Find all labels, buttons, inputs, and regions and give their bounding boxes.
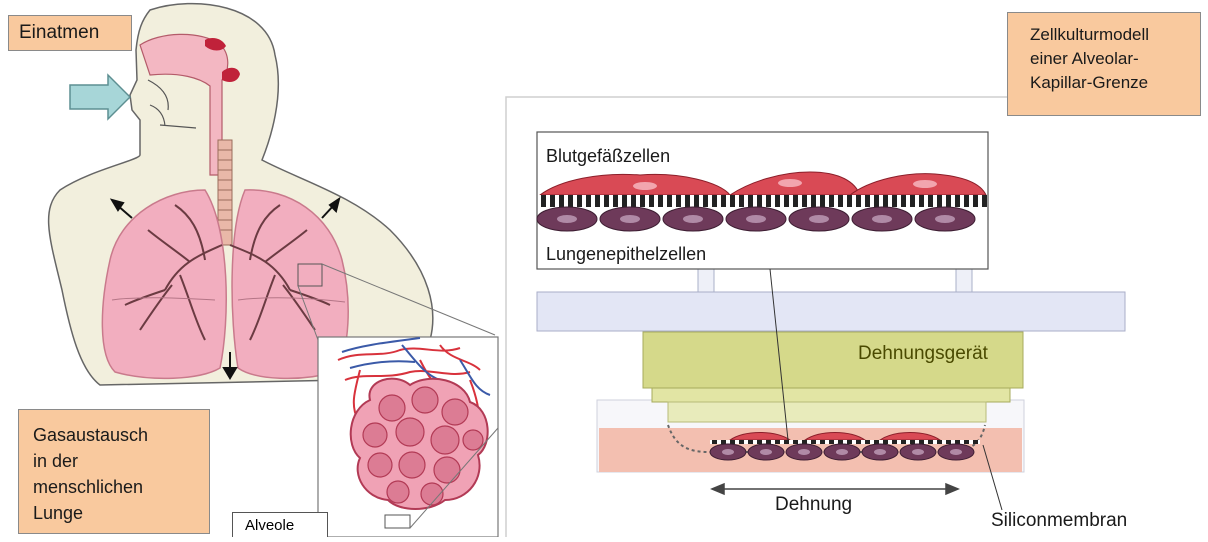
label-lungenepithelzellen: Lungenepithelzellen bbox=[546, 244, 706, 265]
label-dehnungsgeraet: Dehnungsgerät bbox=[858, 343, 988, 365]
label-siliconmembran: Siliconmembran bbox=[991, 510, 1127, 532]
gas-line-4: Lunge bbox=[33, 500, 209, 526]
zellkultur-line-2: einer Alveolar- bbox=[1030, 47, 1196, 71]
alveole-inset bbox=[318, 337, 498, 537]
label-dehnung: Dehnung bbox=[775, 494, 852, 516]
einatmen-text: Einatmen bbox=[19, 22, 99, 43]
label-zellkulturmodell: Zellkulturmodell einer Alveolar- Kapilla… bbox=[1007, 12, 1201, 116]
top-plate bbox=[537, 292, 1125, 331]
label-blutgefaesszellen: Blutgefäßzellen bbox=[546, 146, 670, 167]
gas-line-3: menschlichen bbox=[33, 474, 209, 500]
dehnung-arrow bbox=[712, 484, 958, 494]
alveole-text: Alveole bbox=[245, 517, 294, 534]
zellkultur-line-3: Kapillar-Grenze bbox=[1030, 71, 1196, 95]
label-alveole: Alveole bbox=[232, 512, 328, 537]
zellkultur-line-1: Zellkulturmodell bbox=[1030, 23, 1196, 47]
human-torso bbox=[49, 4, 433, 385]
gas-line-2: in der bbox=[33, 448, 209, 474]
label-gasaustausch: Gasaustausch in der menschlichen Lunge bbox=[18, 409, 210, 534]
gas-line-1: Gasaustausch bbox=[33, 422, 209, 448]
label-einatmen: Einatmen bbox=[8, 15, 132, 51]
